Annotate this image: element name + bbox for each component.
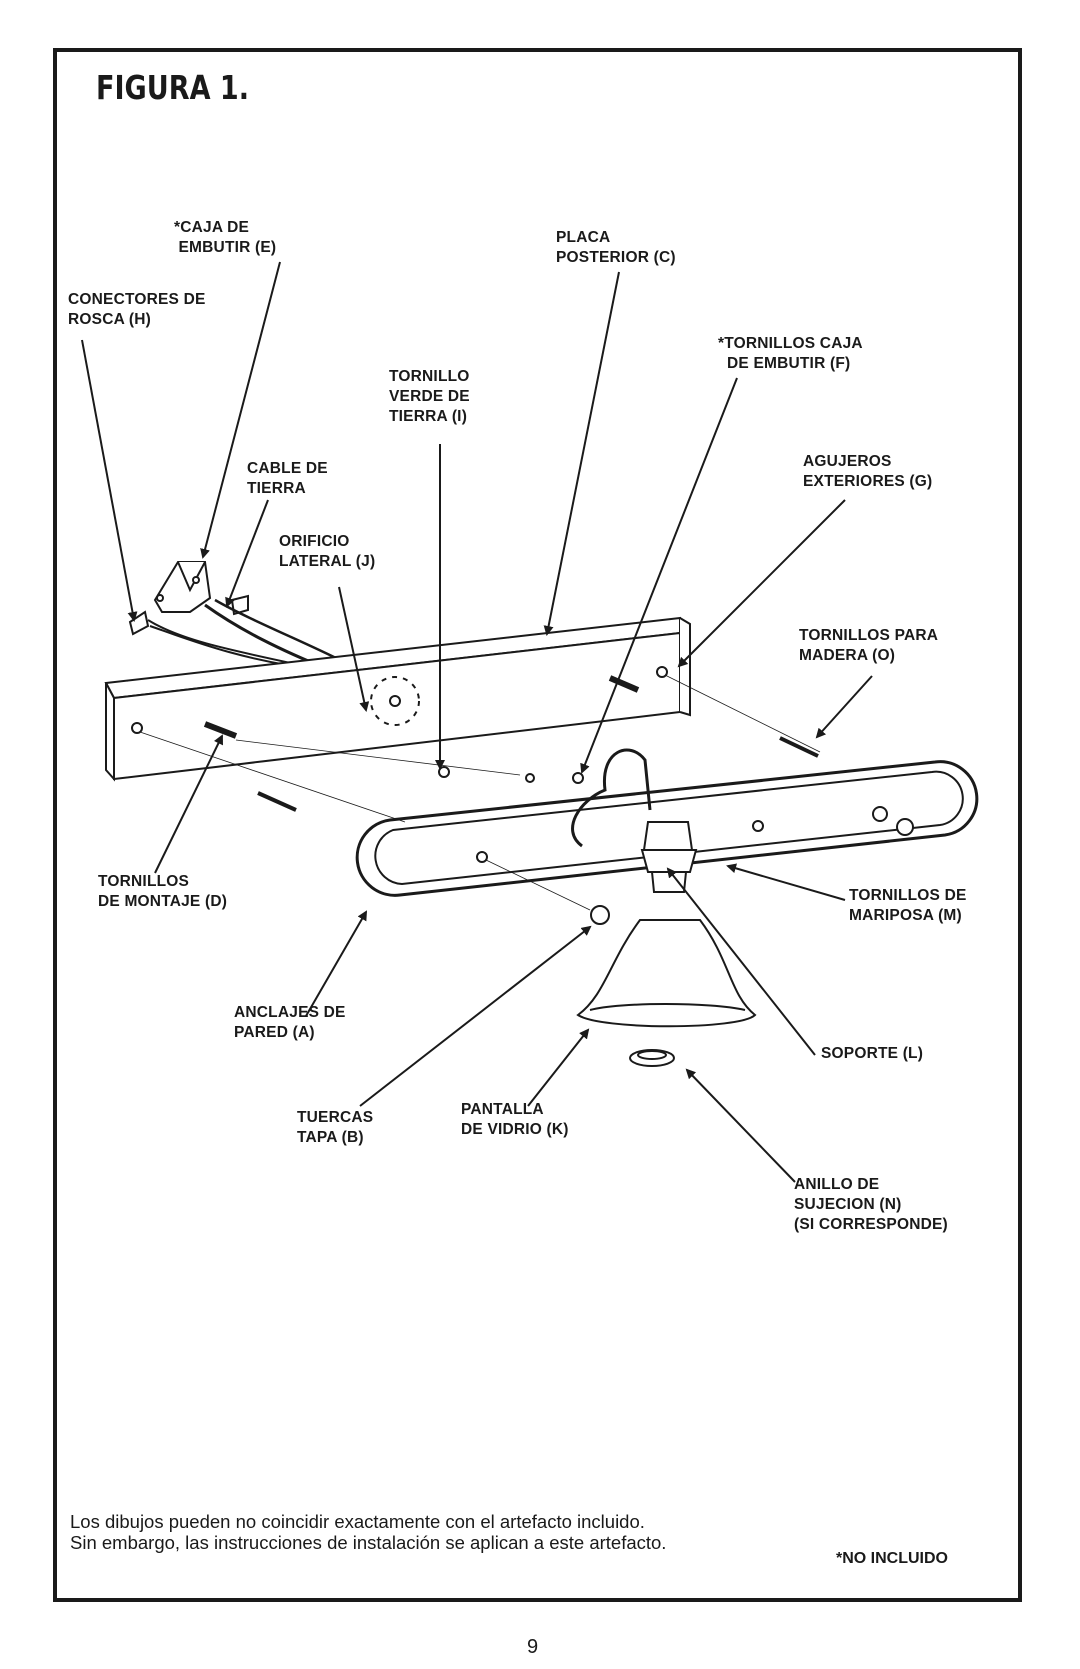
junction-box	[128, 561, 249, 636]
footer-note: Los dibujos pueden no coincidir exactame…	[70, 1511, 667, 1553]
no-incluido-note: *NO INCLUIDO	[836, 1550, 948, 1567]
label-caja-de-embutir: *CAJA DE EMBUTIR (E)	[174, 219, 277, 256]
label-tornillos-montaje: TORNILLOS DE MONTAJE (D)	[98, 873, 228, 910]
label-tornillos-madera: TORNILLOS PARA MADERA (O)	[799, 627, 939, 664]
page-number: 9	[527, 1636, 539, 1658]
label-tornillos-caja: *TORNILLOS CAJA DE EMBUTIR (F)	[718, 335, 863, 372]
label-anillo-de-sujecion: ANILLO DE SUJECION (N) (SI CORRESPONDE)	[794, 1176, 948, 1233]
leader-arrows	[81, 261, 873, 1183]
guide-lines	[139, 674, 821, 911]
label-orificio-lateral: ORIFICIO LATERAL (J)	[279, 533, 376, 570]
figure-frame	[53, 48, 1022, 1602]
label-agujeros-exteriores: AGUJEROS EXTERIORES (G)	[803, 453, 933, 490]
retaining-ring	[629, 1049, 675, 1067]
label-placa-posterior: PLACA POSTERIOR (C)	[556, 229, 676, 266]
label-cable-de-tierra: CABLE DE TIERRA	[247, 460, 328, 497]
cap-nut	[590, 905, 610, 925]
lamp-holder	[640, 821, 698, 893]
figure-title: FIGURA 1.	[96, 68, 250, 107]
label-tuercas-tapa: TUERCAS TAPA (B)	[297, 1109, 374, 1146]
glass-shade	[576, 919, 757, 1028]
label-pantalla-de-vidrio: PANTALLA DE VIDRIO (K)	[461, 1101, 569, 1138]
label-tornillos-mariposa: TORNILLOS DE MARIPOSA (M)	[849, 887, 967, 924]
label-tornillo-verde: TORNILLO VERDE DE TIERRA (I)	[389, 368, 470, 425]
label-conectores-de-rosca: CONECTORES DE ROSCA (H)	[68, 291, 206, 328]
label-anclajes-de-pared: ANCLAJES DE PARED (A)	[234, 1004, 346, 1041]
label-soporte: SOPORTE (L)	[821, 1045, 924, 1062]
